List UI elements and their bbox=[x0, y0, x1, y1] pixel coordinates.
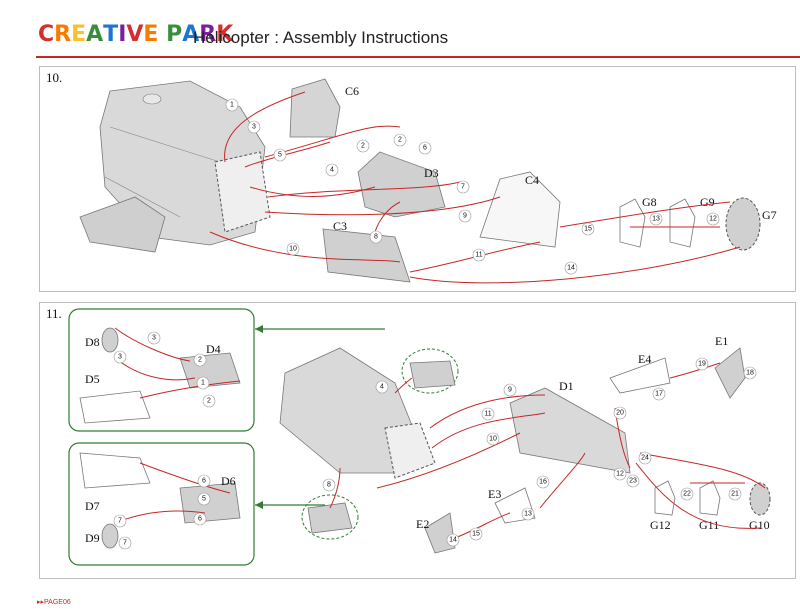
label-d3: D3 bbox=[424, 166, 439, 180]
svg-text:5: 5 bbox=[202, 496, 206, 503]
svg-text:2: 2 bbox=[198, 357, 202, 364]
svg-text:22: 22 bbox=[683, 491, 691, 498]
part-c6 bbox=[289, 78, 341, 138]
svg-text:8: 8 bbox=[327, 482, 331, 489]
svg-text:20: 20 bbox=[616, 410, 624, 417]
svg-text:3: 3 bbox=[118, 354, 122, 361]
svg-text:8: 8 bbox=[374, 234, 378, 241]
svg-text:6: 6 bbox=[202, 478, 206, 485]
footer-page: PAGE06 bbox=[44, 599, 71, 606]
svg-text:4: 4 bbox=[330, 167, 334, 174]
part-g7 bbox=[725, 197, 761, 251]
svg-text:3: 3 bbox=[252, 124, 256, 131]
label-d6: D6 bbox=[221, 474, 236, 488]
label-d4: D4 bbox=[206, 342, 221, 356]
step-10-panel: 10. C6 D3 C4 C3 G8 G9 G7 bbox=[39, 66, 796, 292]
svg-text:2: 2 bbox=[398, 137, 402, 144]
svg-text:9: 9 bbox=[508, 387, 512, 394]
label-d9: D9 bbox=[85, 531, 100, 545]
svg-text:7: 7 bbox=[118, 518, 122, 525]
label-d7: D7 bbox=[85, 499, 100, 513]
label-e3: E3 bbox=[488, 487, 501, 501]
part-d3 bbox=[357, 151, 446, 218]
label-d5: D5 bbox=[85, 372, 100, 386]
step-10-number: 10. bbox=[46, 70, 63, 85]
label-g8: G8 bbox=[642, 195, 657, 209]
svg-text:2: 2 bbox=[207, 398, 211, 405]
svg-text:9: 9 bbox=[463, 213, 467, 220]
step-numbers-11: 4 9 11 10 8 20 19 18 17 16 13 15 14 12 2… bbox=[113, 331, 757, 550]
svg-text:7: 7 bbox=[123, 540, 127, 547]
creative-park-logo: CREATIVE PARK bbox=[38, 22, 234, 47]
page-footer: ▸▸PAGE06 bbox=[37, 598, 71, 606]
svg-text:3: 3 bbox=[152, 335, 156, 342]
label-c3: C3 bbox=[333, 219, 347, 233]
part-c4 bbox=[479, 171, 561, 248]
svg-text:4: 4 bbox=[380, 384, 384, 391]
part-c3 bbox=[322, 228, 411, 283]
svg-text:13: 13 bbox=[652, 216, 660, 223]
page-title: Helicopter : Assembly Instructions bbox=[193, 28, 449, 47]
part-d1 bbox=[509, 387, 631, 474]
svg-text:18: 18 bbox=[746, 370, 754, 377]
svg-text:19: 19 bbox=[698, 361, 706, 368]
svg-text:15: 15 bbox=[472, 531, 480, 538]
svg-text:7: 7 bbox=[461, 184, 465, 191]
part-g9 bbox=[669, 198, 696, 248]
assembly-lines-11 bbox=[114, 327, 766, 539]
label-c4: C4 bbox=[525, 173, 539, 187]
svg-text:12: 12 bbox=[709, 216, 717, 223]
svg-text:1: 1 bbox=[230, 102, 234, 109]
label-g12: G12 bbox=[650, 518, 671, 532]
fuselage-rear-ring bbox=[214, 151, 271, 233]
svg-text:23: 23 bbox=[629, 478, 637, 485]
label-d1: D1 bbox=[559, 379, 574, 393]
svg-text:2: 2 bbox=[361, 143, 365, 150]
svg-text:16: 16 bbox=[539, 479, 547, 486]
svg-text:6: 6 bbox=[198, 516, 202, 523]
svg-text:11: 11 bbox=[484, 411, 491, 418]
label-e2: E2 bbox=[416, 517, 429, 531]
svg-text:14: 14 bbox=[567, 265, 575, 272]
label-e1: E1 bbox=[715, 334, 728, 348]
label-c6: C6 bbox=[345, 84, 359, 98]
svg-text:10: 10 bbox=[489, 436, 497, 443]
assembly-lines bbox=[209, 91, 741, 284]
tail-fin-part bbox=[79, 196, 166, 253]
label-g10: G10 bbox=[749, 518, 770, 532]
label-e4: E4 bbox=[638, 352, 651, 366]
svg-text:24: 24 bbox=[641, 455, 649, 462]
svg-text:21: 21 bbox=[731, 491, 739, 498]
step-11-number: 11. bbox=[46, 306, 62, 321]
label-g7: G7 bbox=[762, 208, 777, 222]
step-10-diagram: C6 D3 C4 C3 G8 G9 G7 bbox=[79, 78, 777, 284]
step-numbers: 1 3 5 4 2 2 6 7 9 8 10 11 14 15 13 12 bbox=[225, 98, 720, 275]
svg-text:17: 17 bbox=[655, 391, 663, 398]
footer-marker-icon: ▸▸ bbox=[37, 599, 45, 606]
svg-text:1: 1 bbox=[201, 380, 205, 387]
svg-text:11: 11 bbox=[475, 252, 482, 259]
page-header: CREATIVE PARK Helicopter : Assembly Inst… bbox=[0, 0, 800, 60]
svg-text:6: 6 bbox=[423, 145, 427, 152]
svg-text:10: 10 bbox=[289, 246, 297, 253]
svg-text:12: 12 bbox=[616, 471, 624, 478]
part-g8 bbox=[619, 198, 646, 248]
step-11-diagram: D8 D4 D5 D7 D6 D9 D1 E4 E1 E3 E2 G12 G11 bbox=[68, 308, 771, 566]
header-divider bbox=[36, 56, 800, 58]
label-g11: G11 bbox=[699, 518, 719, 532]
svg-text:13: 13 bbox=[524, 511, 532, 518]
label-d8: D8 bbox=[85, 335, 100, 349]
label-g9: G9 bbox=[700, 195, 715, 209]
step-11-panel: 11. D8 D4 D5 D7 D6 D9 D1 E4 bbox=[39, 302, 796, 579]
svg-text:5: 5 bbox=[278, 152, 282, 159]
svg-text:14: 14 bbox=[449, 537, 457, 544]
svg-text:15: 15 bbox=[584, 226, 592, 233]
